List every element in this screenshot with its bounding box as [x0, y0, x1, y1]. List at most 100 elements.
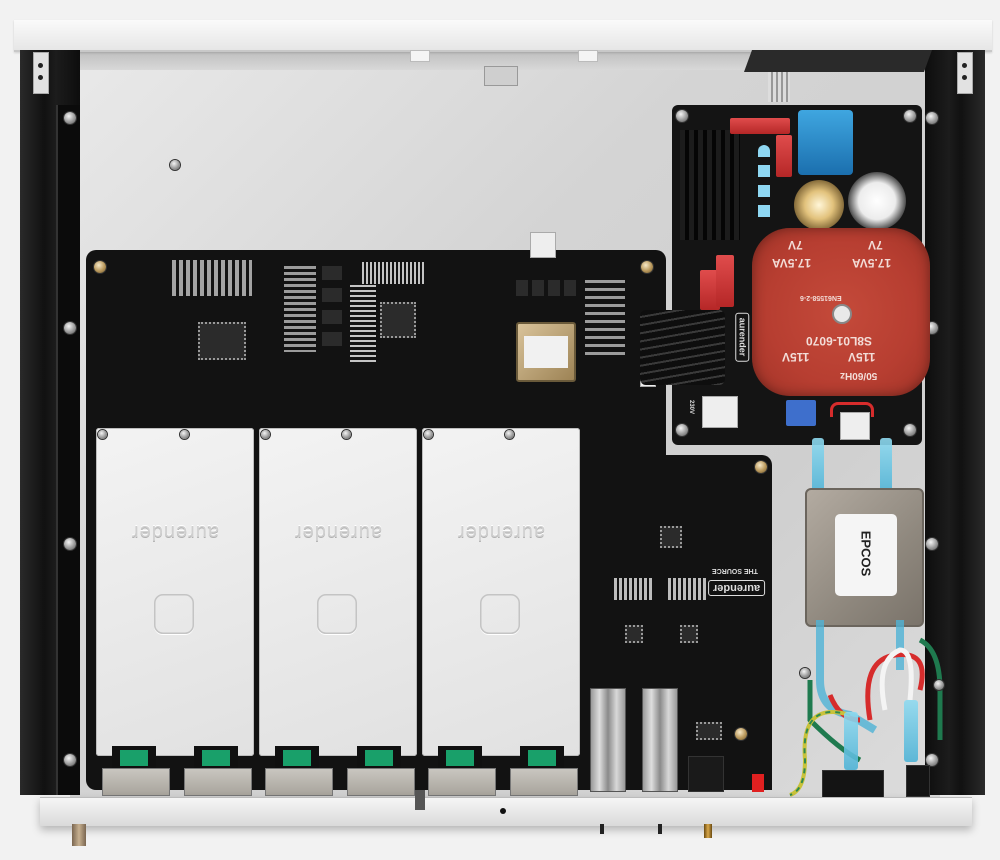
red-jumper-wire	[830, 402, 874, 417]
sata-shield	[428, 768, 496, 796]
ground-screw	[934, 680, 944, 690]
usb-controller-chip	[198, 322, 246, 360]
blue-fuse-capacitor	[786, 400, 816, 426]
fast-on-terminal	[904, 700, 918, 762]
psu-silkscreen-logo: aurender	[735, 312, 750, 362]
tray-brand-emboss: aurender	[456, 521, 546, 543]
chassis-screw	[926, 538, 938, 550]
chassis-rear-rail	[14, 20, 992, 52]
red-jumper	[752, 774, 764, 792]
regulator-chip	[696, 722, 722, 740]
ground-screw	[800, 668, 810, 678]
sata-connector	[194, 746, 238, 770]
rear-connector-plate	[743, 50, 933, 72]
tray-screw	[424, 430, 433, 439]
smd-array	[614, 578, 654, 600]
pcb-screw	[641, 261, 653, 273]
oscillator-label	[524, 336, 568, 368]
rear-tab-left	[410, 50, 430, 62]
chassis-back-wall	[70, 50, 950, 70]
chassis-screw	[64, 112, 76, 124]
transformer-frequency: 50/60Hz	[840, 370, 878, 381]
ssd-tray-3: aurender	[422, 428, 580, 756]
front-pin	[600, 824, 604, 834]
front-rail-hole	[500, 808, 506, 814]
ac-input-connector	[840, 412, 870, 440]
ssd-tray-1: aurender	[96, 428, 254, 756]
chassis-left-channel	[56, 105, 80, 795]
iec-power-inlet	[822, 770, 884, 798]
ocxo-oscillator	[516, 322, 576, 382]
sfp-cage-2	[642, 688, 678, 792]
psu-screw	[904, 424, 916, 436]
psu-screw	[904, 110, 916, 122]
transformer-model: S8L01-6070	[806, 334, 873, 348]
smd-array	[668, 578, 708, 600]
front-clip	[415, 790, 425, 810]
dc-jack	[688, 756, 724, 792]
ribbon-cable	[768, 72, 790, 102]
transformer-center-bolt	[832, 304, 852, 324]
power-switch	[906, 765, 930, 797]
electrolytic-capacitor-black	[848, 172, 906, 230]
ic-column	[322, 266, 342, 350]
fpga-pin-row	[350, 285, 376, 365]
front-pin	[658, 824, 662, 834]
label-230v: 230V	[688, 399, 695, 415]
film-capacitor	[776, 135, 792, 177]
transformer-rating-left: 17.5VA	[772, 256, 812, 270]
film-capacitor	[716, 255, 734, 307]
rear-tab-right	[578, 50, 598, 62]
tray-screw	[98, 430, 107, 439]
fpga-chip	[380, 302, 416, 338]
sata-connector	[275, 746, 319, 770]
tray-screw	[505, 430, 514, 439]
right-corner-bracket	[957, 52, 973, 94]
pcb-screw	[755, 461, 767, 473]
sata-connector	[520, 746, 564, 770]
clock-chip	[660, 526, 682, 548]
sata-shield	[265, 768, 333, 796]
sata-shield	[184, 768, 252, 796]
psu-screw	[676, 110, 688, 122]
tray-pull-tab	[480, 594, 520, 634]
chassis-screw	[64, 754, 76, 766]
transformer-primary-left: 115V	[782, 350, 810, 364]
transformer-secondary-left: 7V	[788, 238, 803, 252]
phy-chip	[625, 625, 643, 643]
tray-screw	[180, 430, 189, 439]
psu-voltage-connector	[702, 396, 738, 428]
emi-line-filter: EPCOS	[805, 488, 924, 627]
sata-connector	[438, 746, 482, 770]
smd-resistor-array	[172, 260, 252, 296]
tray-brand-emboss: aurender	[130, 521, 220, 543]
bridge-capacitors	[758, 145, 770, 225]
floor-standoff	[170, 160, 180, 170]
chassis-screw	[926, 112, 938, 124]
fast-on-terminal	[880, 438, 892, 493]
rear-clip	[484, 66, 518, 86]
transformer-wire-bundle	[640, 310, 725, 385]
film-capacitor	[730, 118, 790, 134]
sfp-cage-1	[590, 688, 626, 792]
electrolytic-capacitor-gold	[794, 180, 844, 230]
chassis-screw	[64, 538, 76, 550]
x-capacitor	[798, 110, 853, 175]
sata-connector	[112, 746, 156, 770]
chassis-front-rail	[40, 797, 972, 826]
tray-pull-tab	[317, 594, 357, 634]
pcb-screw	[94, 261, 106, 273]
phy-chip	[680, 625, 698, 643]
fpga-pin-row-top	[362, 262, 424, 284]
silkscreen-tagline: THE SOURCE	[712, 567, 758, 574]
transformer-rating-right: 17.5VA	[852, 256, 892, 270]
transformer-standard: EN61558-2-6	[800, 294, 842, 301]
tray-screw	[261, 430, 270, 439]
gold-connector	[704, 824, 712, 838]
chassis-screw	[64, 322, 76, 334]
fan-connector	[530, 232, 556, 258]
transformer-primary-right: 115V	[848, 350, 876, 364]
psu-screw	[676, 424, 688, 436]
standoff-foot	[72, 824, 86, 846]
fast-on-terminal	[812, 438, 824, 493]
